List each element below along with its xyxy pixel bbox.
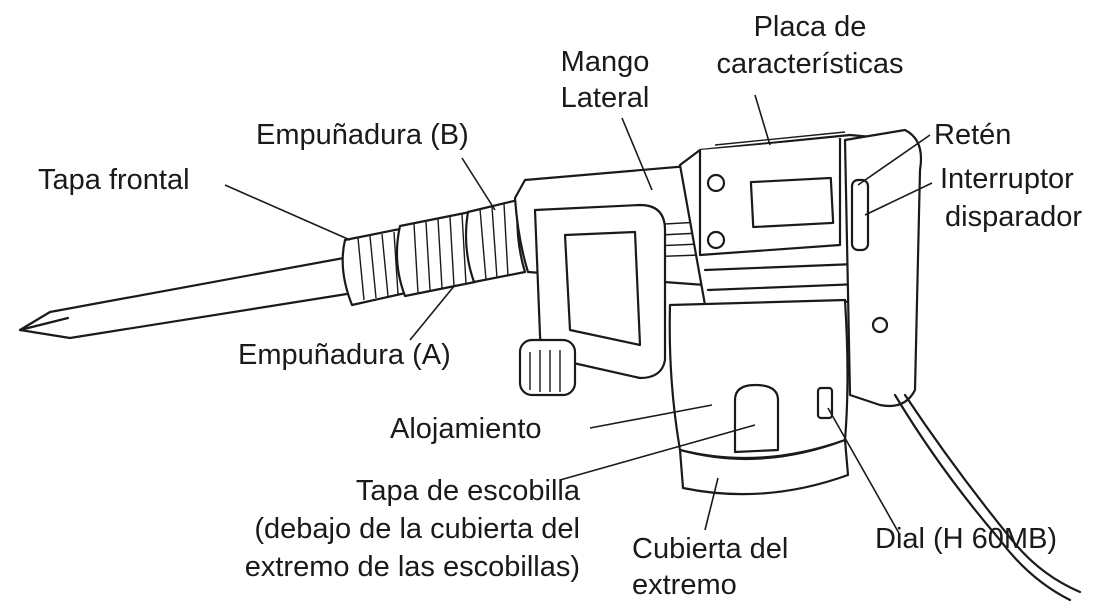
label-cubierta-del: Cubierta del xyxy=(632,533,789,565)
label-extremo: extremo xyxy=(632,569,737,601)
label-tapa-escobilla-line3: extremo de las escobillas) xyxy=(244,551,580,583)
end-cover xyxy=(678,438,850,496)
label-mango: Mango xyxy=(560,46,650,78)
housing xyxy=(668,298,849,460)
label-tapa-escobilla: Tapa de escobilla xyxy=(355,475,580,507)
side-handle xyxy=(518,203,667,397)
label-placa-de: Placa de xyxy=(753,11,867,43)
label-tapa-escobilla-line2: (debajo de la cubierta del xyxy=(254,513,580,545)
grip-a xyxy=(395,210,477,298)
rear-handle xyxy=(843,128,1082,602)
leader-lines xyxy=(224,94,933,536)
label-tapa-frontal: Tapa frontal xyxy=(38,164,190,196)
grip-b xyxy=(464,198,527,284)
chisel-bit xyxy=(18,253,374,340)
label-lateral: Lateral xyxy=(560,82,650,114)
label-alojamiento: Alojamiento xyxy=(390,413,542,445)
label-caracteristicas: características xyxy=(716,48,904,80)
label-interruptor: Interruptor xyxy=(940,163,1074,195)
label-empunadura-b: Empuñadura (B) xyxy=(256,119,469,151)
label-reten: Retén xyxy=(934,119,1012,151)
label-empunadura-a: Empuñadura (A) xyxy=(238,339,451,371)
label-dial: Dial (H 60MB) xyxy=(875,523,1058,555)
label-disparador: disparador xyxy=(945,201,1083,233)
